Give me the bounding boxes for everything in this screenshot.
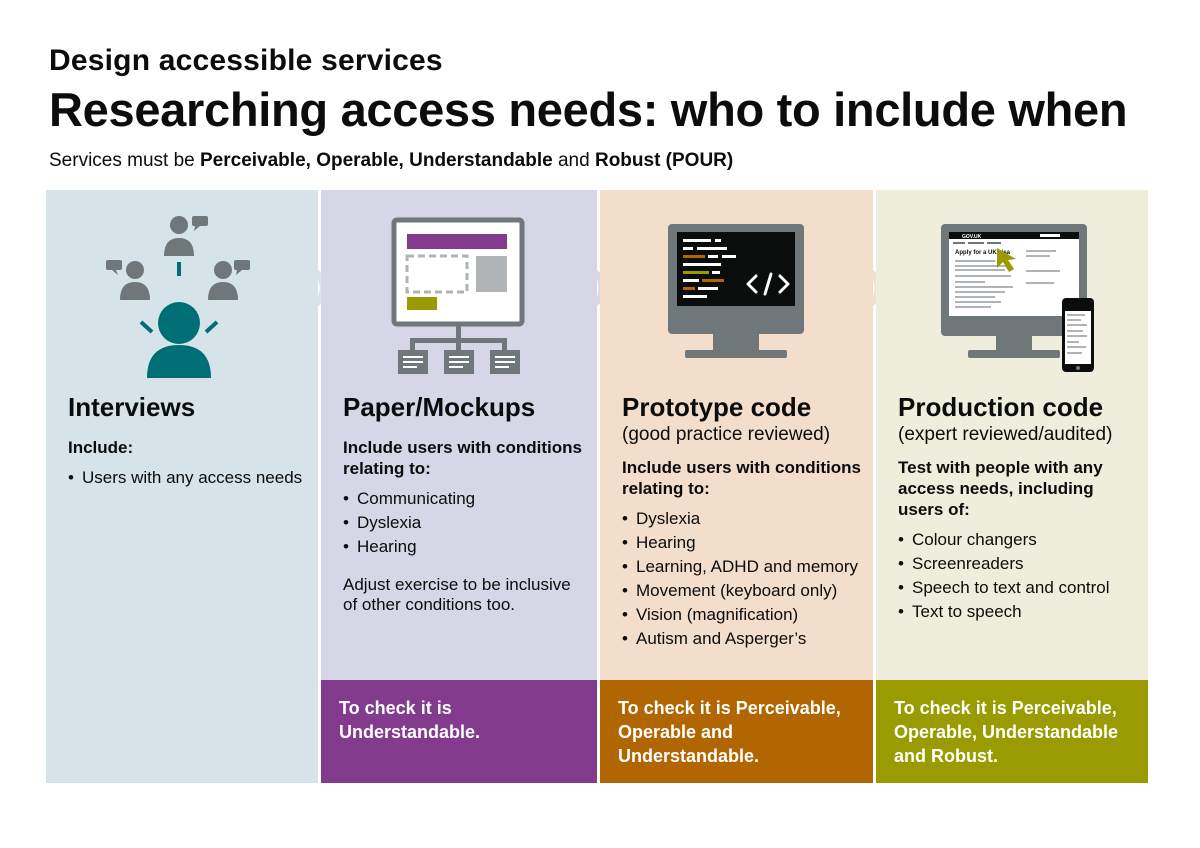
research-stages: Interviews Include: Users with any acces… (46, 190, 1148, 783)
include-label: Include: (68, 438, 134, 457)
wireframe-screen-icon (321, 210, 597, 380)
include-label: Include users with conditions relating t… (343, 438, 582, 478)
bullet-list: Users with any access needs (68, 468, 308, 488)
list-item: Users with any access needs (68, 468, 308, 488)
column-paper-mockups: Paper/Mockups Include users with conditi… (321, 190, 617, 783)
list-item: Learning, ADHD and memory (622, 557, 863, 577)
check-banner: To check it is Perceivable, Operable, Un… (876, 680, 1148, 783)
prototype-content: Prototype code (good practice reviewed) … (622, 392, 863, 653)
list-item: Vision (magnification) (622, 605, 863, 625)
include-label: Test with people with any access needs, … (898, 458, 1103, 519)
code-monitor-icon (600, 210, 873, 380)
interviews-content: Interviews Include: Users with any acces… (68, 392, 308, 492)
list-item: Communicating (343, 489, 587, 509)
list-item: Dyslexia (343, 513, 587, 533)
website-monitor-phone-icon: GOV.UK Apply for a UK visa (876, 210, 1148, 380)
include-label: Include users with conditions relating t… (622, 458, 861, 498)
check-text: To check it is Understandable. (339, 698, 481, 742)
column-title: Prototype code (622, 392, 812, 422)
column-title: Production code (898, 392, 1104, 422)
subtitle-bold-robust: Robust (POUR) (594, 150, 734, 171)
check-text: To check it is Perceivable, Operable, Un… (894, 698, 1119, 766)
column-title: Interviews (68, 392, 196, 422)
column-production-code: GOV.UK Apply for a UK visa (876, 190, 1148, 783)
paper-content: Paper/Mockups Include users with conditi… (343, 392, 587, 615)
bullet-list: Communicating Dyslexia Hearing (343, 489, 587, 557)
list-item: Dyslexia (622, 509, 863, 529)
list-item: Movement (keyboard only) (622, 581, 863, 601)
subtitle-bold-principles: Perceivable, Operable, Understandable (200, 150, 553, 171)
column-subtitle: (expert reviewed/audited) (898, 424, 1113, 445)
list-item: Screenreaders (898, 554, 1138, 574)
production-content: Production code (expert reviewed/audited… (898, 392, 1138, 626)
column-interviews: Interviews Include: Users with any acces… (46, 190, 338, 783)
column-subtitle: (good practice reviewed) (622, 424, 831, 445)
bullet-list: Dyslexia Hearing Learning, ADHD and memo… (622, 509, 863, 649)
check-banner: To check it is Understandable. (321, 680, 597, 783)
list-item: Autism and Asperger’s (622, 629, 863, 649)
subtitle-text-start: Services must be (49, 150, 200, 171)
subtitle-text-mid: and (552, 150, 595, 171)
bullet-list: Colour changers Screenreaders Speech to … (898, 530, 1138, 622)
check-banner: To check it is Perceivable, Operable and… (600, 680, 873, 783)
column-prototype-code: Prototype code (good practice reviewed) … (600, 190, 893, 783)
list-item: Speech to text and control (898, 578, 1138, 598)
list-item: Colour changers (898, 530, 1138, 550)
page-subtitle: Services must be Perceivable, Operable, … (49, 150, 733, 172)
check-text: To check it is Perceivable, Operable and… (618, 698, 841, 766)
page-title: Researching access needs: who to include… (49, 83, 1128, 136)
people-conversation-icon (46, 210, 318, 380)
column-title: Paper/Mockups (343, 392, 536, 422)
illustration-page-heading: Apply for a UK visa (955, 250, 1011, 256)
page-kicker: Design accessible services (49, 44, 443, 77)
list-item: Hearing (622, 533, 863, 553)
list-item: Hearing (343, 537, 587, 557)
exercise-note: Adjust exercise to be inclusive of other… (343, 575, 571, 614)
illustration-brand: GOV.UK (962, 234, 982, 240)
list-item: Text to speech (898, 602, 1138, 622)
